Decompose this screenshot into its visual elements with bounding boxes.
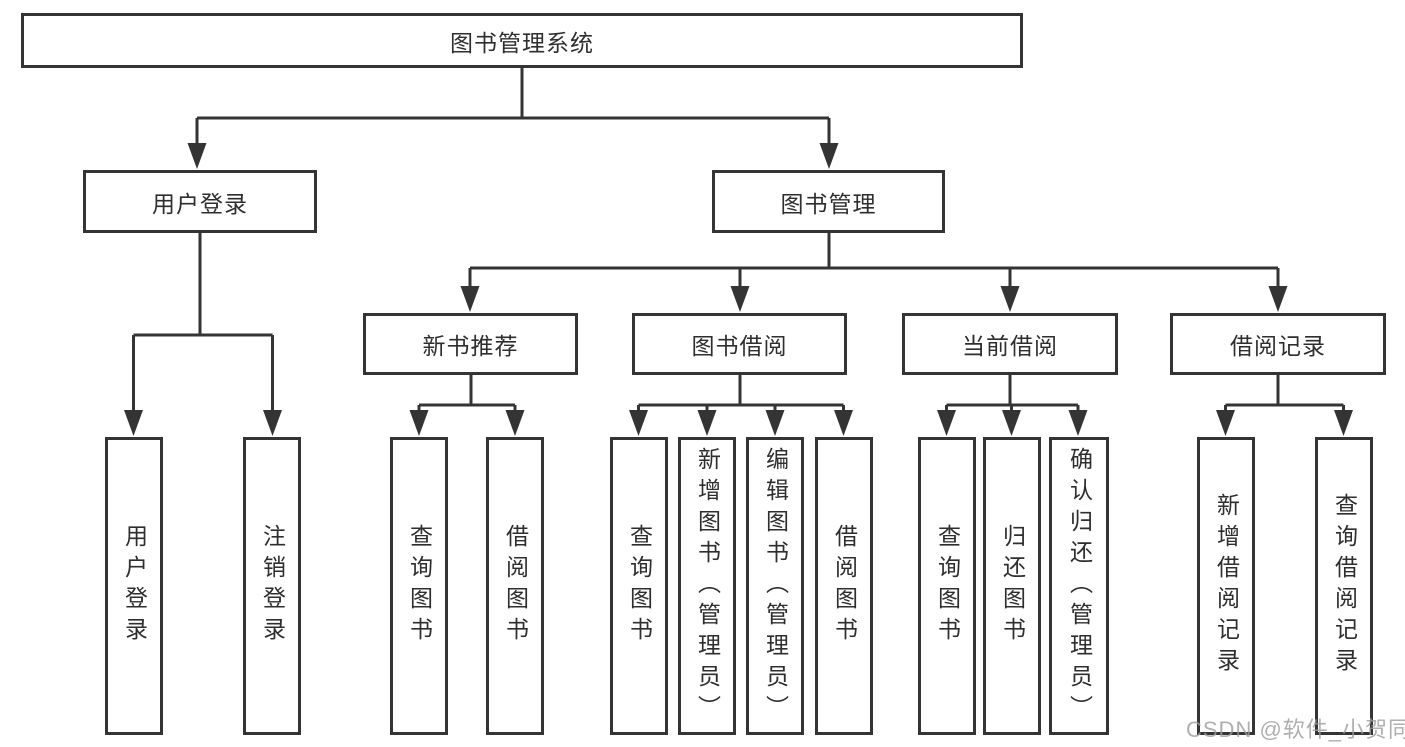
leaf-query-books-recommend: 查询图书 [390, 437, 448, 735]
leaf-label: 归还图书 [999, 524, 1026, 648]
node-label: 图书管理系统 [450, 29, 594, 56]
leaf-query-borrow-record: 查询借阅记录 [1315, 437, 1373, 735]
node-label: 新书推荐 [422, 333, 519, 359]
node-new-book-recommendation: 新书推荐 [363, 313, 578, 375]
leaf-add-books-admin: 新增图书（管理员） [678, 437, 736, 735]
leaf-query-books-current: 查询图书 [918, 437, 976, 735]
leaf-label: 编辑图书（管理员） [762, 446, 789, 726]
leaf-label: 新增借阅记录 [1213, 493, 1240, 679]
leaf-label: 确认归还（管理员） [1066, 446, 1093, 726]
node-root-system: 图书管理系统 [21, 13, 1023, 68]
leaf-label: 借阅图书 [502, 524, 529, 648]
leaf-label: 查询图书 [626, 524, 653, 648]
node-label: 用户登录 [152, 190, 248, 217]
leaf-label: 新增图书（管理员） [694, 446, 721, 726]
leaf-label: 查询借阅记录 [1331, 493, 1358, 679]
leaf-user-login: 用户登录 [105, 437, 163, 735]
node-book-management: 图书管理 [712, 170, 945, 233]
node-label: 借阅记录 [1230, 333, 1326, 359]
leaf-label: 查询图书 [934, 524, 961, 648]
leaf-borrow-books-recommend: 借阅图书 [486, 437, 544, 735]
leaf-return-books: 归还图书 [983, 437, 1041, 735]
leaf-add-borrow-record: 新增借阅记录 [1197, 437, 1255, 735]
node-user-login: 用户登录 [83, 170, 317, 233]
node-book-borrowing: 图书借阅 [632, 313, 847, 375]
node-label: 当前借阅 [962, 333, 1058, 359]
leaf-confirm-return-admin: 确认归还（管理员） [1049, 437, 1109, 735]
node-label: 图书借阅 [691, 333, 788, 359]
leaf-query-books-borrowing: 查询图书 [610, 437, 668, 735]
csdn-watermark: CSDN @软件_小贺同学 [1186, 717, 1405, 742]
leaf-label: 用户登录 [121, 524, 148, 648]
leaf-label: 借阅图书 [831, 524, 858, 648]
leaf-edit-books-admin: 编辑图书（管理员） [746, 437, 804, 735]
leaf-logout: 注销登录 [243, 437, 301, 735]
leaf-label: 注销登录 [259, 524, 286, 648]
leaf-borrow-books: 借阅图书 [815, 437, 873, 735]
node-borrowing-records: 借阅记录 [1170, 313, 1386, 375]
node-current-borrowing: 当前借阅 [902, 313, 1118, 375]
leaf-label: 查询图书 [406, 524, 433, 648]
node-label: 图书管理 [780, 190, 877, 217]
